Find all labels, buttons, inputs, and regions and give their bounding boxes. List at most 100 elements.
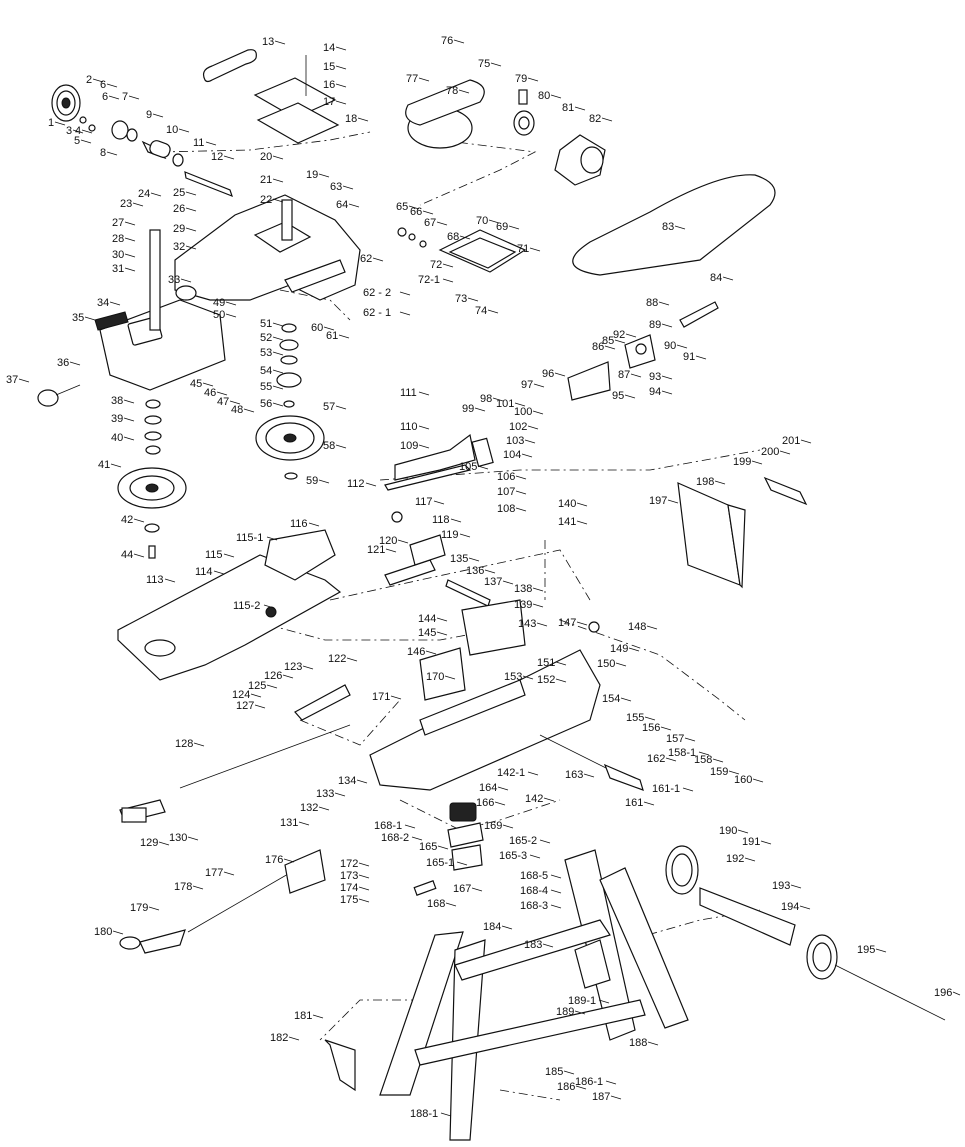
part-label: 107 — [497, 486, 515, 498]
chip-tray — [117, 529, 342, 681]
part-label: 135 — [450, 553, 468, 565]
leader-line — [532, 603, 544, 608]
part-label: 69 — [496, 221, 508, 233]
part-label: 175 — [340, 894, 358, 906]
part-label: 32 — [173, 241, 185, 253]
leader-line — [335, 83, 347, 88]
leader-line — [205, 141, 217, 146]
leader-line — [502, 580, 514, 585]
part-label: 45 — [190, 378, 202, 390]
leader-line — [514, 402, 526, 407]
leader-line — [532, 587, 544, 592]
part-label: 192 — [726, 853, 744, 865]
part-label: 72 — [430, 259, 442, 271]
leader-line — [335, 444, 347, 449]
leader-line — [661, 390, 673, 395]
leader-line — [614, 339, 626, 344]
part-label: 150 — [597, 658, 615, 670]
leader-line — [152, 113, 164, 118]
part-label: 115 — [205, 549, 223, 561]
part-label: 96 — [542, 368, 554, 380]
wheel-stack — [255, 323, 325, 480]
leader-line — [502, 824, 514, 829]
leader-line — [254, 704, 266, 709]
leader-line — [266, 536, 278, 541]
part-label: 77 — [406, 73, 418, 85]
part-label: 91 — [683, 351, 695, 363]
cover-plates-group — [253, 55, 340, 144]
leader-line — [272, 198, 284, 203]
part-label: 174 — [340, 882, 358, 894]
leader-line — [521, 453, 533, 458]
base-casting — [369, 599, 601, 791]
part-label: 73 — [455, 293, 467, 305]
leader-line — [712, 758, 724, 763]
part-label: 92 — [613, 329, 625, 341]
leader-line — [604, 345, 616, 350]
part-label: 62 — [360, 253, 372, 265]
part-label: 76 — [441, 35, 453, 47]
leader-line — [456, 861, 468, 866]
leader-line — [148, 906, 160, 911]
part-label: 172 — [340, 858, 358, 870]
leader-line — [474, 407, 486, 412]
leader-line — [229, 400, 241, 405]
leader-line — [358, 862, 370, 867]
part-label: 142-1 — [497, 767, 525, 779]
part-label: 198 — [696, 476, 714, 488]
part-label: 173 — [340, 870, 358, 882]
leader-line — [124, 221, 136, 226]
leader-line — [494, 801, 506, 806]
part-label: 119 — [441, 529, 459, 541]
part-label: 124 — [232, 689, 250, 701]
part-label: 56 — [260, 398, 272, 410]
part-label: 16 — [323, 79, 335, 91]
part-label: 165-2 — [509, 835, 537, 847]
leader-line — [390, 695, 402, 700]
leader-line — [658, 301, 670, 306]
leader-line — [266, 684, 278, 689]
leader-line — [630, 373, 642, 378]
leader-line — [334, 792, 346, 797]
leader-line — [744, 857, 756, 862]
leader-line — [185, 207, 197, 212]
part-label: 169 — [484, 820, 502, 832]
part-label: 108 — [497, 503, 515, 515]
part-label: 68 — [447, 231, 459, 243]
part-label: 81 — [562, 102, 574, 114]
leader-line — [698, 751, 710, 756]
part-label: 144 — [418, 613, 436, 625]
leader-line — [601, 117, 613, 122]
leader-line — [399, 291, 411, 296]
part-label: 19 — [306, 169, 318, 181]
part-label: 36 — [57, 357, 69, 369]
stand — [324, 849, 689, 1141]
leader-line — [274, 40, 286, 45]
part-label: 106 — [497, 471, 515, 483]
leader-line — [358, 874, 370, 879]
part-label: 6 — [100, 79, 106, 91]
part-label: 109 — [400, 440, 418, 452]
leader-line — [223, 871, 235, 876]
part-label: 165-3 — [499, 850, 527, 862]
leader-line — [674, 225, 686, 230]
part-label: 201 — [782, 435, 800, 447]
leader-line — [576, 502, 588, 507]
part-label: 130 — [169, 832, 187, 844]
leader-line — [624, 394, 636, 399]
leader-line — [250, 693, 262, 698]
leader-line — [752, 778, 764, 783]
leader-line — [563, 1070, 575, 1075]
part-label: 168-3 — [520, 900, 548, 912]
part-label: 146 — [407, 646, 425, 658]
part-label: 93 — [649, 371, 661, 383]
part-label: 35 — [72, 312, 84, 324]
part-label: 2 — [86, 74, 92, 86]
part-label: 122 — [328, 653, 346, 665]
leader-line — [108, 95, 120, 100]
leader-line — [667, 499, 679, 504]
part-label: 24 — [138, 188, 150, 200]
leader-line — [318, 479, 330, 484]
part-label: 34 — [97, 297, 109, 309]
